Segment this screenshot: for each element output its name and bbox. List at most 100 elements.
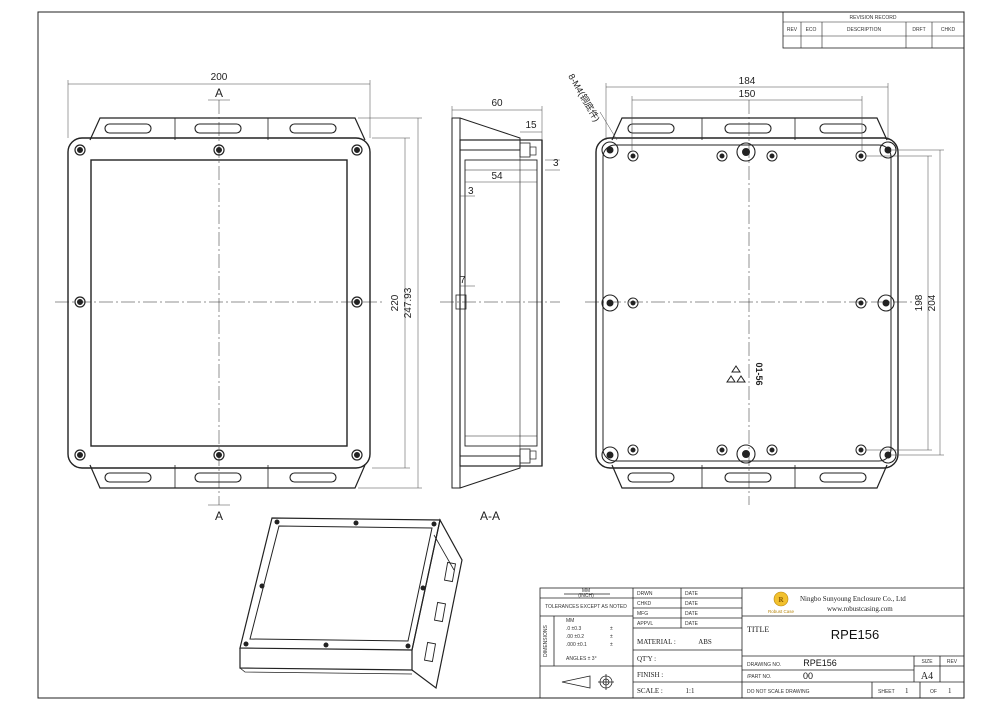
date-label-1: DATE <box>685 591 699 597</box>
section-dimensions <box>451 106 560 287</box>
tolerance-3: .000 ±0.1 <box>566 642 587 648</box>
back-inner-width-dimension: 150 <box>739 89 756 100</box>
screw-icon <box>213 449 225 461</box>
tolerance-inch-1: ± <box>610 626 613 632</box>
drft-header: DRFT <box>912 27 925 33</box>
approval-appvl: APPVL <box>637 621 653 627</box>
section-label: A-A <box>480 509 500 523</box>
back-inner-height-dimension: 198 <box>914 294 925 311</box>
screw-icon <box>213 144 225 156</box>
material-value: ABS <box>698 638 712 646</box>
section-depth-dimension: 60 <box>491 98 503 109</box>
sheet-label: SHEET <box>878 689 895 695</box>
part-no-value: 00 <box>803 671 813 681</box>
section-view <box>440 117 560 489</box>
screw-icon <box>627 297 639 309</box>
boss-icon <box>601 294 619 312</box>
part-no-label: /PART NO. <box>747 674 771 680</box>
date-label-2: DATE <box>685 601 699 607</box>
do-not-scale: DO NOT SCALE DRAWING <box>747 689 810 695</box>
revision-table: REVISION RECORD REV ECO DESCRIPTION DRFT… <box>782 11 965 49</box>
tolerance-inch-3: ± <box>610 642 613 648</box>
isometric-view <box>239 517 463 690</box>
boss-icon <box>877 294 895 312</box>
drawing-no-label: DRAWING NO. <box>747 662 781 668</box>
sheet-value: 1 <box>905 687 909 695</box>
screw-icon <box>627 150 639 162</box>
isometric-screws <box>243 519 437 649</box>
scale-label: SCALE : <box>637 687 663 695</box>
screw-icon <box>855 444 867 456</box>
sheet-border <box>37 11 965 699</box>
size-value: A4 <box>921 671 933 682</box>
back-outer-height-dimension: 204 <box>927 294 938 311</box>
qty-label: QT'Y : <box>637 655 656 663</box>
section-small-dimension: 7 <box>460 275 466 286</box>
company-logo-icon: R <box>773 591 789 607</box>
screw-icon <box>716 150 728 162</box>
recycle-icon <box>726 365 746 383</box>
chkd-header: CHKD <box>941 27 956 33</box>
date-label-4: DATE <box>685 621 699 627</box>
boss-icon <box>601 446 619 464</box>
size-label: SIZE <box>921 659 933 665</box>
front-view-dimensions <box>67 80 422 506</box>
screw-icon <box>766 444 778 456</box>
section-wall-top-dimension: 3 <box>553 158 559 169</box>
mold-mark: 01-56 <box>754 362 764 385</box>
material-label: MATERIAL : <box>637 638 676 646</box>
angles-tolerance: ANGLES ± 3° <box>566 656 597 662</box>
logo-text: Robust Case <box>768 609 795 614</box>
drawing-no-value: RPE156 <box>803 658 837 668</box>
back-outer-width-dimension: 184 <box>739 76 756 87</box>
screw-icon <box>351 449 363 461</box>
boss-icon <box>736 142 756 162</box>
section-wall-dimension: 3 <box>468 186 474 197</box>
section-inner-depth-dimension: 54 <box>491 171 503 182</box>
units-label: MM <box>582 588 590 594</box>
scale-value: 1:1 <box>686 687 695 695</box>
title-label: TITLE <box>747 625 769 634</box>
section-flange-dimension: 15 <box>525 120 537 131</box>
title-value: RPE156 <box>831 627 879 642</box>
screw-icon <box>766 150 778 162</box>
screw-icon <box>351 144 363 156</box>
screw-note: 8-M4(铜底件) <box>566 72 602 124</box>
screw-icon <box>351 296 363 308</box>
of-label: OF <box>930 689 937 695</box>
front-outer-height-dimension: 247.93 <box>403 287 414 318</box>
revision-title: REVISION RECORD <box>850 15 897 21</box>
logo-glyph: R <box>778 596 784 604</box>
company-name: Ningbo Sunyoung Enclosure Co., Ltd <box>800 595 906 603</box>
boss-icon <box>736 444 756 464</box>
screw-icon <box>855 150 867 162</box>
boss-icon <box>601 141 619 159</box>
description-header: DESCRIPTION <box>847 27 882 33</box>
approval-drwn: DRWN <box>637 591 653 597</box>
units-sub: (INCH) <box>578 593 594 599</box>
screw-icon <box>74 144 86 156</box>
rev-header: REV <box>787 27 798 33</box>
tolerance-1: .0 ±0.3 <box>566 626 581 632</box>
title-block <box>539 587 965 699</box>
front-inner-height-dimension: 220 <box>390 294 401 311</box>
screw-icon <box>627 444 639 456</box>
front-width-dimension: 200 <box>211 72 228 83</box>
tolerance-inch-2: ± <box>610 634 613 640</box>
projection-symbol-icon <box>561 674 614 690</box>
finish-label: FINISH : <box>637 671 663 679</box>
eco-header: ECO <box>806 27 817 33</box>
tolerance-title: TOLERANCES EXCEPT AS NOTED <box>545 604 627 610</box>
company-website: www.robustcasing.com <box>827 605 893 613</box>
section-mark-bottom: A <box>215 509 223 523</box>
screw-icon <box>855 297 867 309</box>
approval-chkd: CHKD <box>637 601 652 607</box>
back-view-dimensions <box>599 83 944 456</box>
approval-mfg: MFG <box>637 611 648 617</box>
screw-icon <box>74 296 86 308</box>
rev-label: REV <box>947 659 958 665</box>
tolerance-vertical: DIMENSIONS <box>543 625 549 657</box>
date-label-3: DATE <box>685 611 699 617</box>
